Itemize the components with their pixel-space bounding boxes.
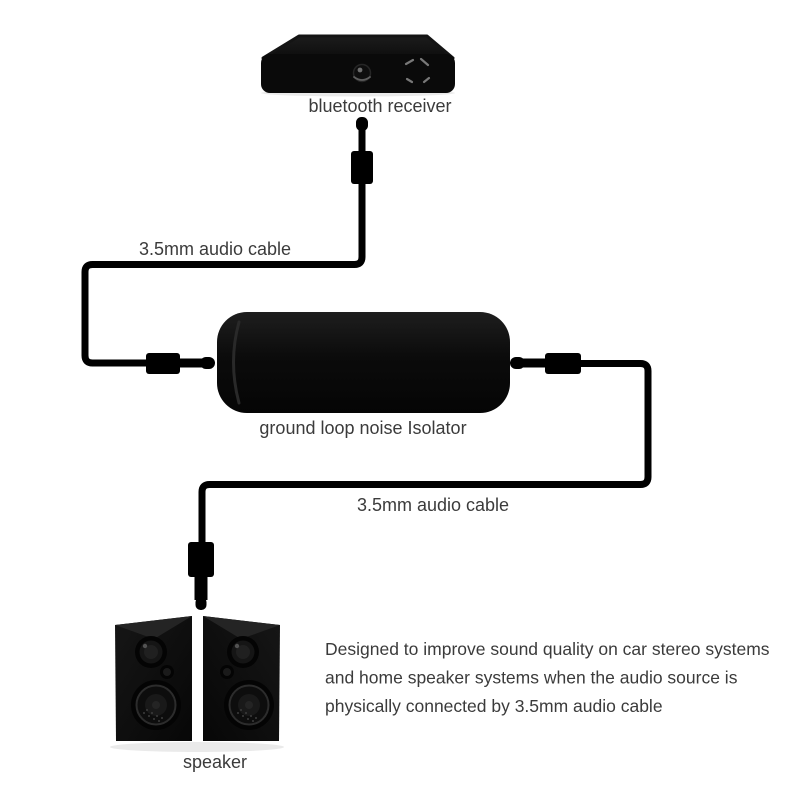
speaker-illustration	[110, 616, 284, 752]
audio-jack-icon-right	[146, 353, 215, 374]
cable-bottom-label: 3.5mm audio cable	[357, 495, 509, 515]
description-text: Designed to improve sound quality on car…	[325, 639, 770, 716]
isolator-label: ground loop noise Isolator	[259, 418, 466, 438]
receiver-label: bluetooth receiver	[308, 96, 451, 116]
control-wheel-icon	[404, 57, 431, 84]
mid-driver-icon	[220, 665, 234, 679]
tweeter-icon	[135, 636, 167, 668]
cable-line-top	[81, 181, 366, 367]
cable-top-label: 3.5mm audio cable	[139, 239, 291, 259]
speaker-top-facet	[203, 616, 280, 639]
speaker-top-facet	[115, 616, 192, 639]
power-button-icon	[352, 63, 372, 83]
speaker-left	[115, 616, 192, 741]
cable-line-bottom	[198, 360, 652, 545]
description-line-1: Designed to improve sound quality on car…	[325, 639, 770, 659]
speaker-label: speaker	[183, 752, 247, 772]
tweeter-icon	[227, 636, 259, 668]
speaker-shadow	[110, 742, 284, 752]
woofer-icon	[131, 680, 181, 730]
bluetooth-receiver-illustration	[261, 34, 455, 97]
audio-jack-icon-up	[351, 117, 373, 184]
description-line-2: and home speaker systems when the audio …	[325, 668, 738, 688]
audio-jack-icon-down	[188, 542, 214, 610]
mid-driver-icon	[160, 665, 174, 679]
noise-isolator-illustration	[217, 312, 510, 413]
audio-jack-icon-left	[510, 353, 581, 374]
speaker-right	[203, 616, 280, 741]
woofer-icon	[224, 680, 274, 730]
isolator-edge-highlight	[232, 320, 241, 405]
description-line-3: physically connected by 3.5mm audio cabl…	[325, 696, 663, 716]
